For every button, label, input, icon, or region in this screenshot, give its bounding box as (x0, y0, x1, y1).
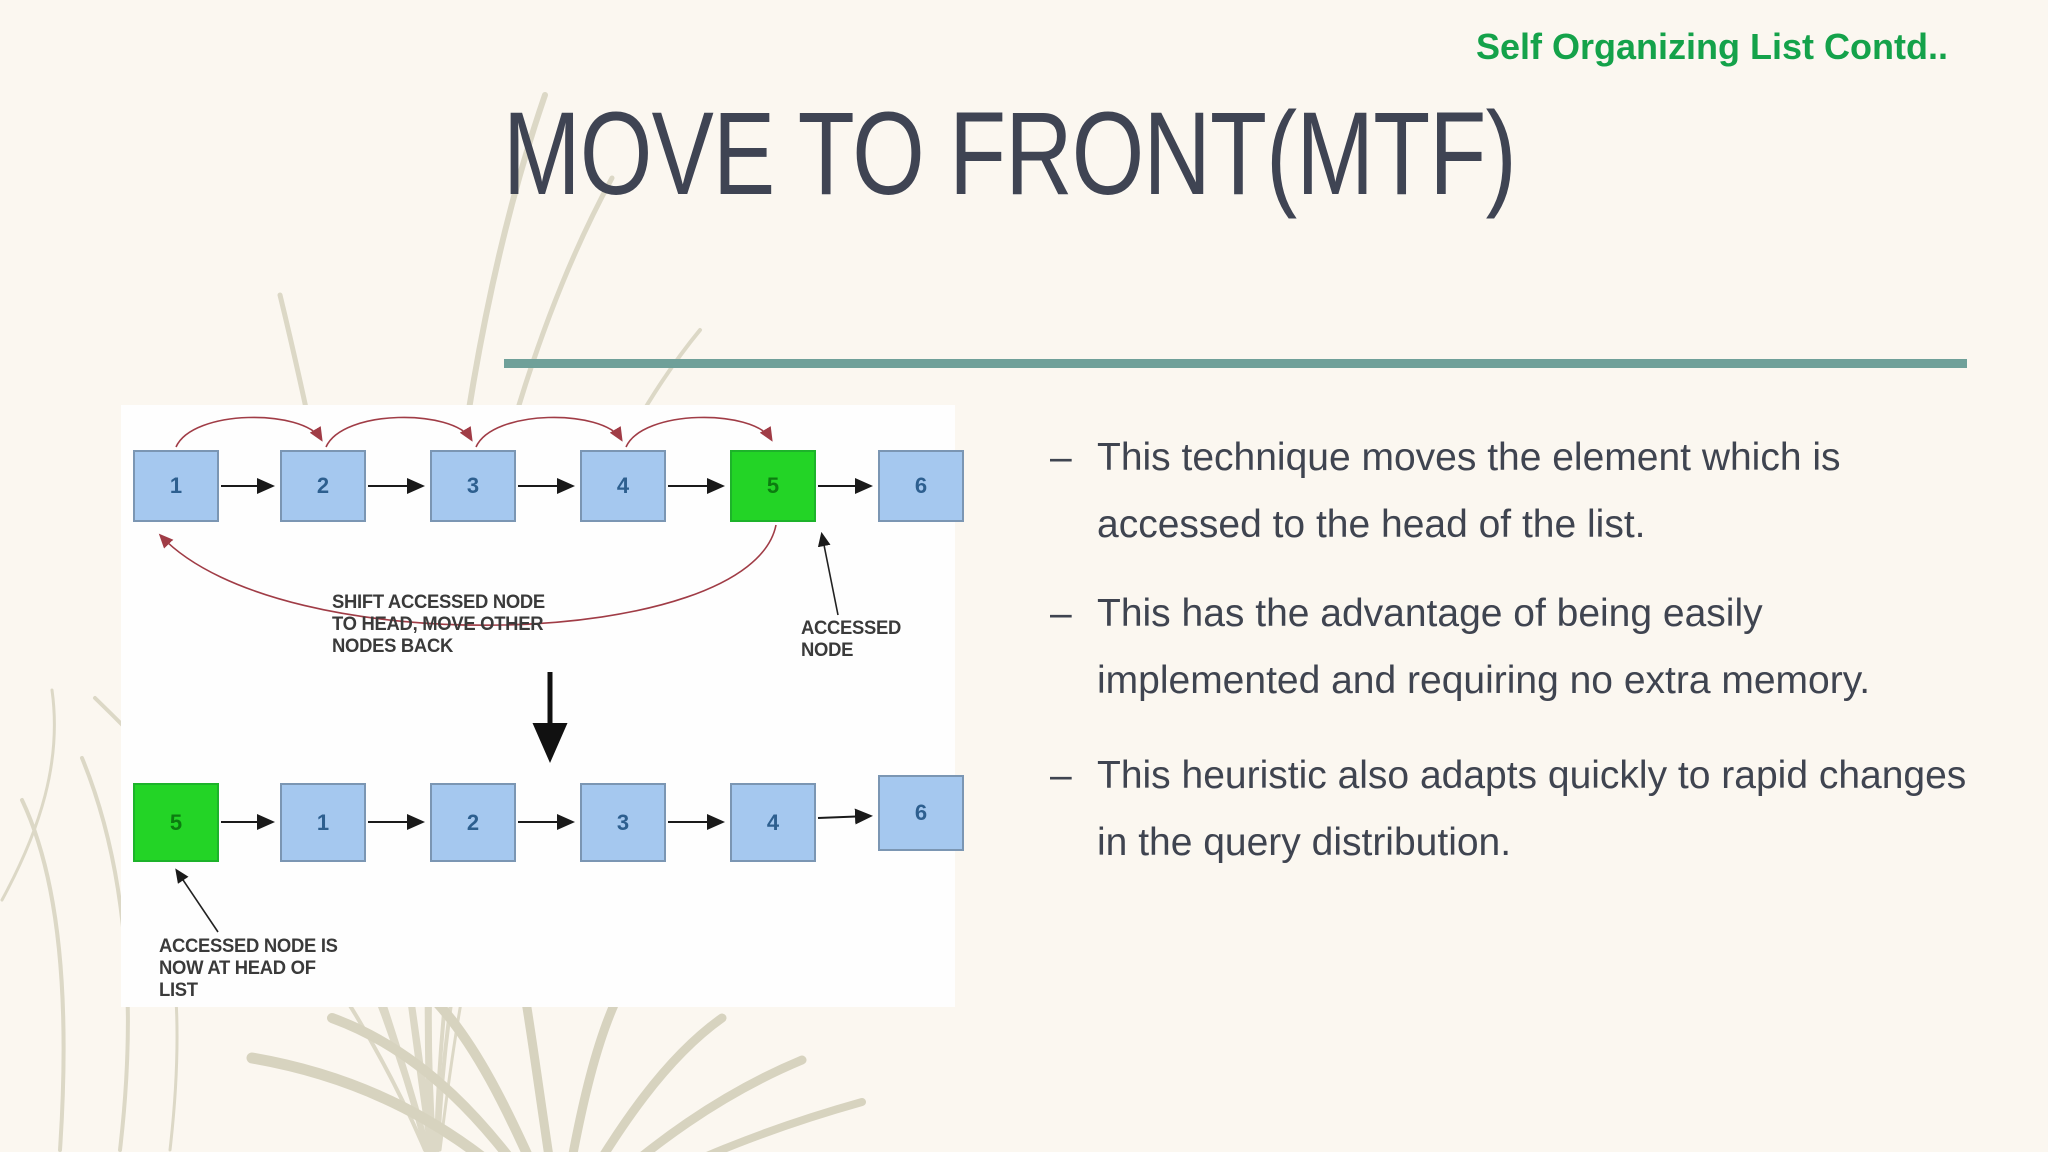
list-item: – This heuristic also adapts quickly to … (1050, 742, 1990, 876)
callout-leader-lines (175, 531, 839, 933)
node-value: 6 (914, 473, 928, 498)
node-value: 6 (914, 800, 928, 825)
list-item: – This technique moves the element which… (1050, 424, 1990, 558)
bullet-text: This technique moves the element which i… (1097, 436, 1841, 546)
accessed-list-node: 5 (730, 450, 816, 522)
mtf-diagram: 1 2 3 4 5 6 5 1 2 3 4 6 SHIFT ACCESSED N… (121, 405, 964, 1007)
slide-subtitle-header: Self Organizing List Contd.. (1476, 26, 1948, 67)
list-node: 1 (280, 783, 366, 862)
node-value: 5 (169, 809, 183, 835)
node-value: 3 (466, 473, 480, 498)
shift-accessed-node-label: SHIFT ACCESSED NODE TO HEAD, MOVE OTHER … (332, 592, 545, 657)
list-item: – This has the advantage of being easily… (1050, 580, 1990, 714)
bullet-dash-marker: – (1050, 436, 1072, 479)
list-node: 6 (878, 775, 964, 851)
list-node: 3 (430, 450, 516, 522)
node-value: 4 (616, 473, 630, 498)
accessed-node-label: ACCESSED NODE (801, 618, 902, 661)
list-node: 6 (878, 450, 964, 522)
bullet-list: – This technique moves the element which… (1050, 424, 1990, 876)
bullet-text: This has the advantage of being easily i… (1097, 592, 1871, 702)
node-value: 4 (766, 809, 780, 835)
node-value: 3 (616, 809, 630, 835)
list-node: 4 (730, 783, 816, 862)
node-value: 2 (466, 809, 480, 835)
node-value: 1 (316, 809, 330, 835)
row2-link-arrows (221, 808, 873, 830)
node-value: 1 (169, 473, 183, 498)
node-value: 2 (316, 473, 330, 498)
diagram-arrows-overlay (158, 416, 873, 933)
bullet-text: This heuristic also adapts quickly to ra… (1097, 754, 1967, 864)
list-node: 2 (280, 450, 366, 522)
page-title: MOVE TO FRONT(MTF) (503, 88, 1517, 220)
list-node: 4 (580, 450, 666, 522)
accessed-list-node: 5 (133, 783, 219, 862)
shift-back-arcs (158, 416, 777, 626)
node-at-head-label: ACCESSED NODE IS NOW AT HEAD OF LIST (159, 936, 338, 1001)
bullet-dash-marker: – (1050, 754, 1072, 797)
node-value: 5 (766, 473, 780, 498)
list-node: 1 (133, 450, 219, 522)
list-node: 3 (580, 783, 666, 862)
list-node: 2 (430, 783, 516, 862)
bullet-dash-marker: – (1050, 592, 1072, 635)
accent-divider-line (504, 359, 1967, 368)
